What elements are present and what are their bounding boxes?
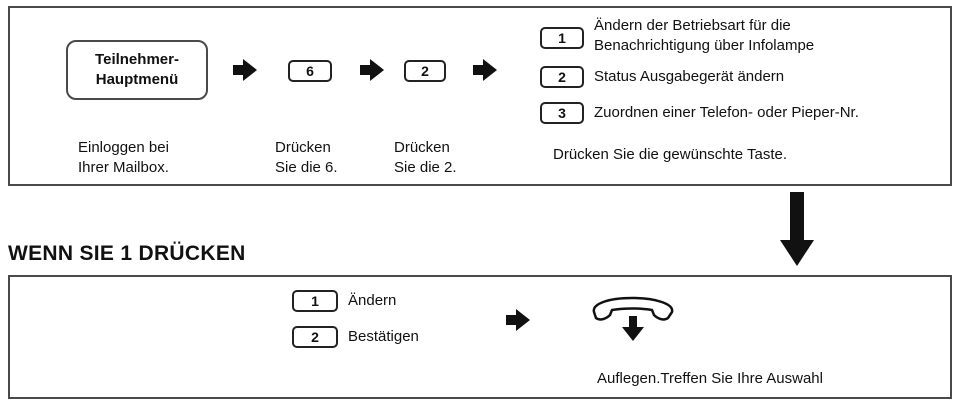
step2-caption-line1: Drücken	[275, 139, 331, 156]
hang-up-phone-icon	[592, 296, 674, 341]
flow-arrow-icon	[473, 59, 497, 81]
flow-arrow-icon	[506, 309, 530, 331]
option-key-3: 3	[540, 102, 584, 124]
bottom-option-1-label: Ändern	[348, 292, 397, 309]
down-arrow-icon	[780, 192, 814, 266]
key-6: 6	[288, 60, 332, 82]
flow-arrow-icon	[233, 59, 257, 81]
step3-caption: Drücken Sie die 2.	[394, 138, 457, 178]
step2-caption-line2: Sie die 6.	[275, 159, 338, 176]
key-2: 2	[404, 60, 446, 82]
option-3-text: Zuordnen einer Telefon- oder Pieper-Nr.	[594, 104, 859, 121]
option-2-text: Status Ausgabegerät ändern	[594, 68, 785, 85]
flow-arrow-icon	[360, 59, 384, 81]
section-heading: WENN SIE 1 DRÜCKEN	[8, 242, 246, 265]
option-key-1: 1	[540, 27, 584, 49]
option-1-text: Ändern der Betriebsart für die Benachric…	[594, 16, 814, 56]
step3-caption-line1: Drücken	[394, 139, 450, 156]
bottom-flow-panel	[8, 275, 952, 399]
top-flow-panel	[8, 6, 952, 186]
step1-caption: Einloggen bei Ihrer Mailbox.	[78, 138, 169, 178]
options-caption: Drücken Sie die gewünschte Taste.	[553, 146, 788, 163]
step2-caption: Drücken Sie die 6.	[275, 138, 338, 178]
step3-caption-line2: Sie die 2.	[394, 159, 457, 176]
option-1-line1: Ändern der Betriebsart für die	[594, 17, 791, 34]
bottom-option-2-label: Bestätigen	[348, 328, 419, 345]
menu-label-line2: Hauptmenü	[95, 71, 179, 88]
option-key-2: 2	[540, 66, 584, 88]
bottom-caption: Auflegen.Treffen Sie Ihre Auswahl	[597, 370, 823, 387]
bottom-option-key-2: 2	[292, 326, 338, 348]
subscriber-main-menu-box: Teilnehmer- Hauptmenü	[66, 40, 208, 100]
option-1-line2: Benachrichtigung über Infolampe	[594, 37, 815, 54]
menu-label-line1: Teilnehmer-	[95, 51, 179, 68]
bottom-option-key-1: 1	[292, 290, 338, 312]
step1-caption-line2: Ihrer Mailbox.	[78, 159, 169, 176]
step1-caption-line1: Einloggen bei	[78, 139, 169, 156]
